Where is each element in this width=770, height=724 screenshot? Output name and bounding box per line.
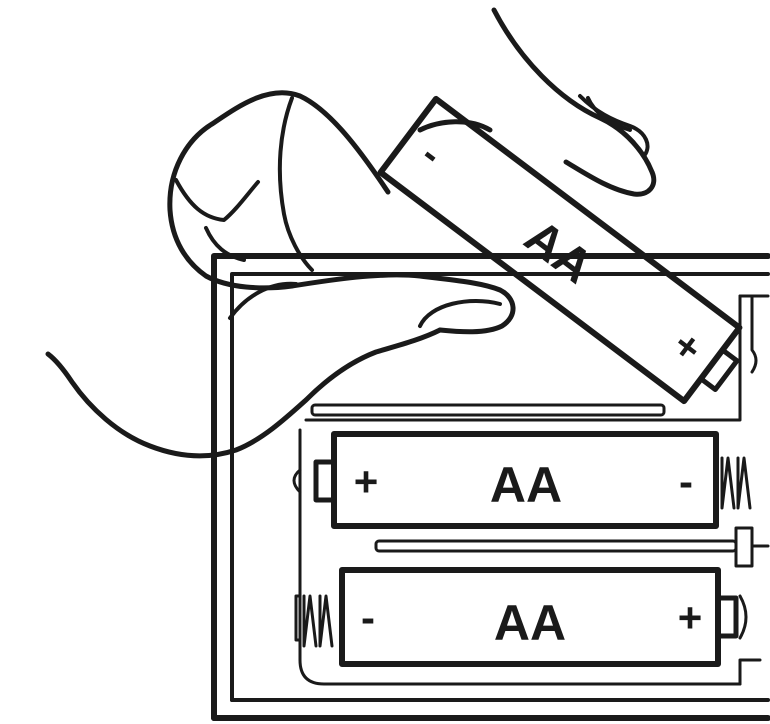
upper-contact bbox=[740, 296, 756, 372]
top-divider-rail bbox=[312, 405, 664, 415]
battery-inserting-positive: + bbox=[665, 322, 710, 371]
battery-inserting-negative: - bbox=[413, 133, 450, 176]
spring-contact-icon bbox=[722, 458, 750, 508]
middle-divider-rail bbox=[376, 541, 736, 551]
spring-contact-icon bbox=[304, 596, 332, 646]
battery-bottom-negative: - bbox=[361, 594, 375, 641]
battery-bottom-label: AA bbox=[494, 595, 566, 651]
battery-bottom-positive: + bbox=[678, 594, 703, 641]
battery-top: + AA - bbox=[316, 434, 750, 526]
battery-bottom: - AA + bbox=[304, 570, 746, 664]
battery-inserting-terminal bbox=[701, 350, 737, 390]
battery-top-positive: + bbox=[354, 458, 379, 505]
battery-top-negative: - bbox=[679, 458, 693, 505]
battery-top-label: AA bbox=[490, 457, 562, 513]
